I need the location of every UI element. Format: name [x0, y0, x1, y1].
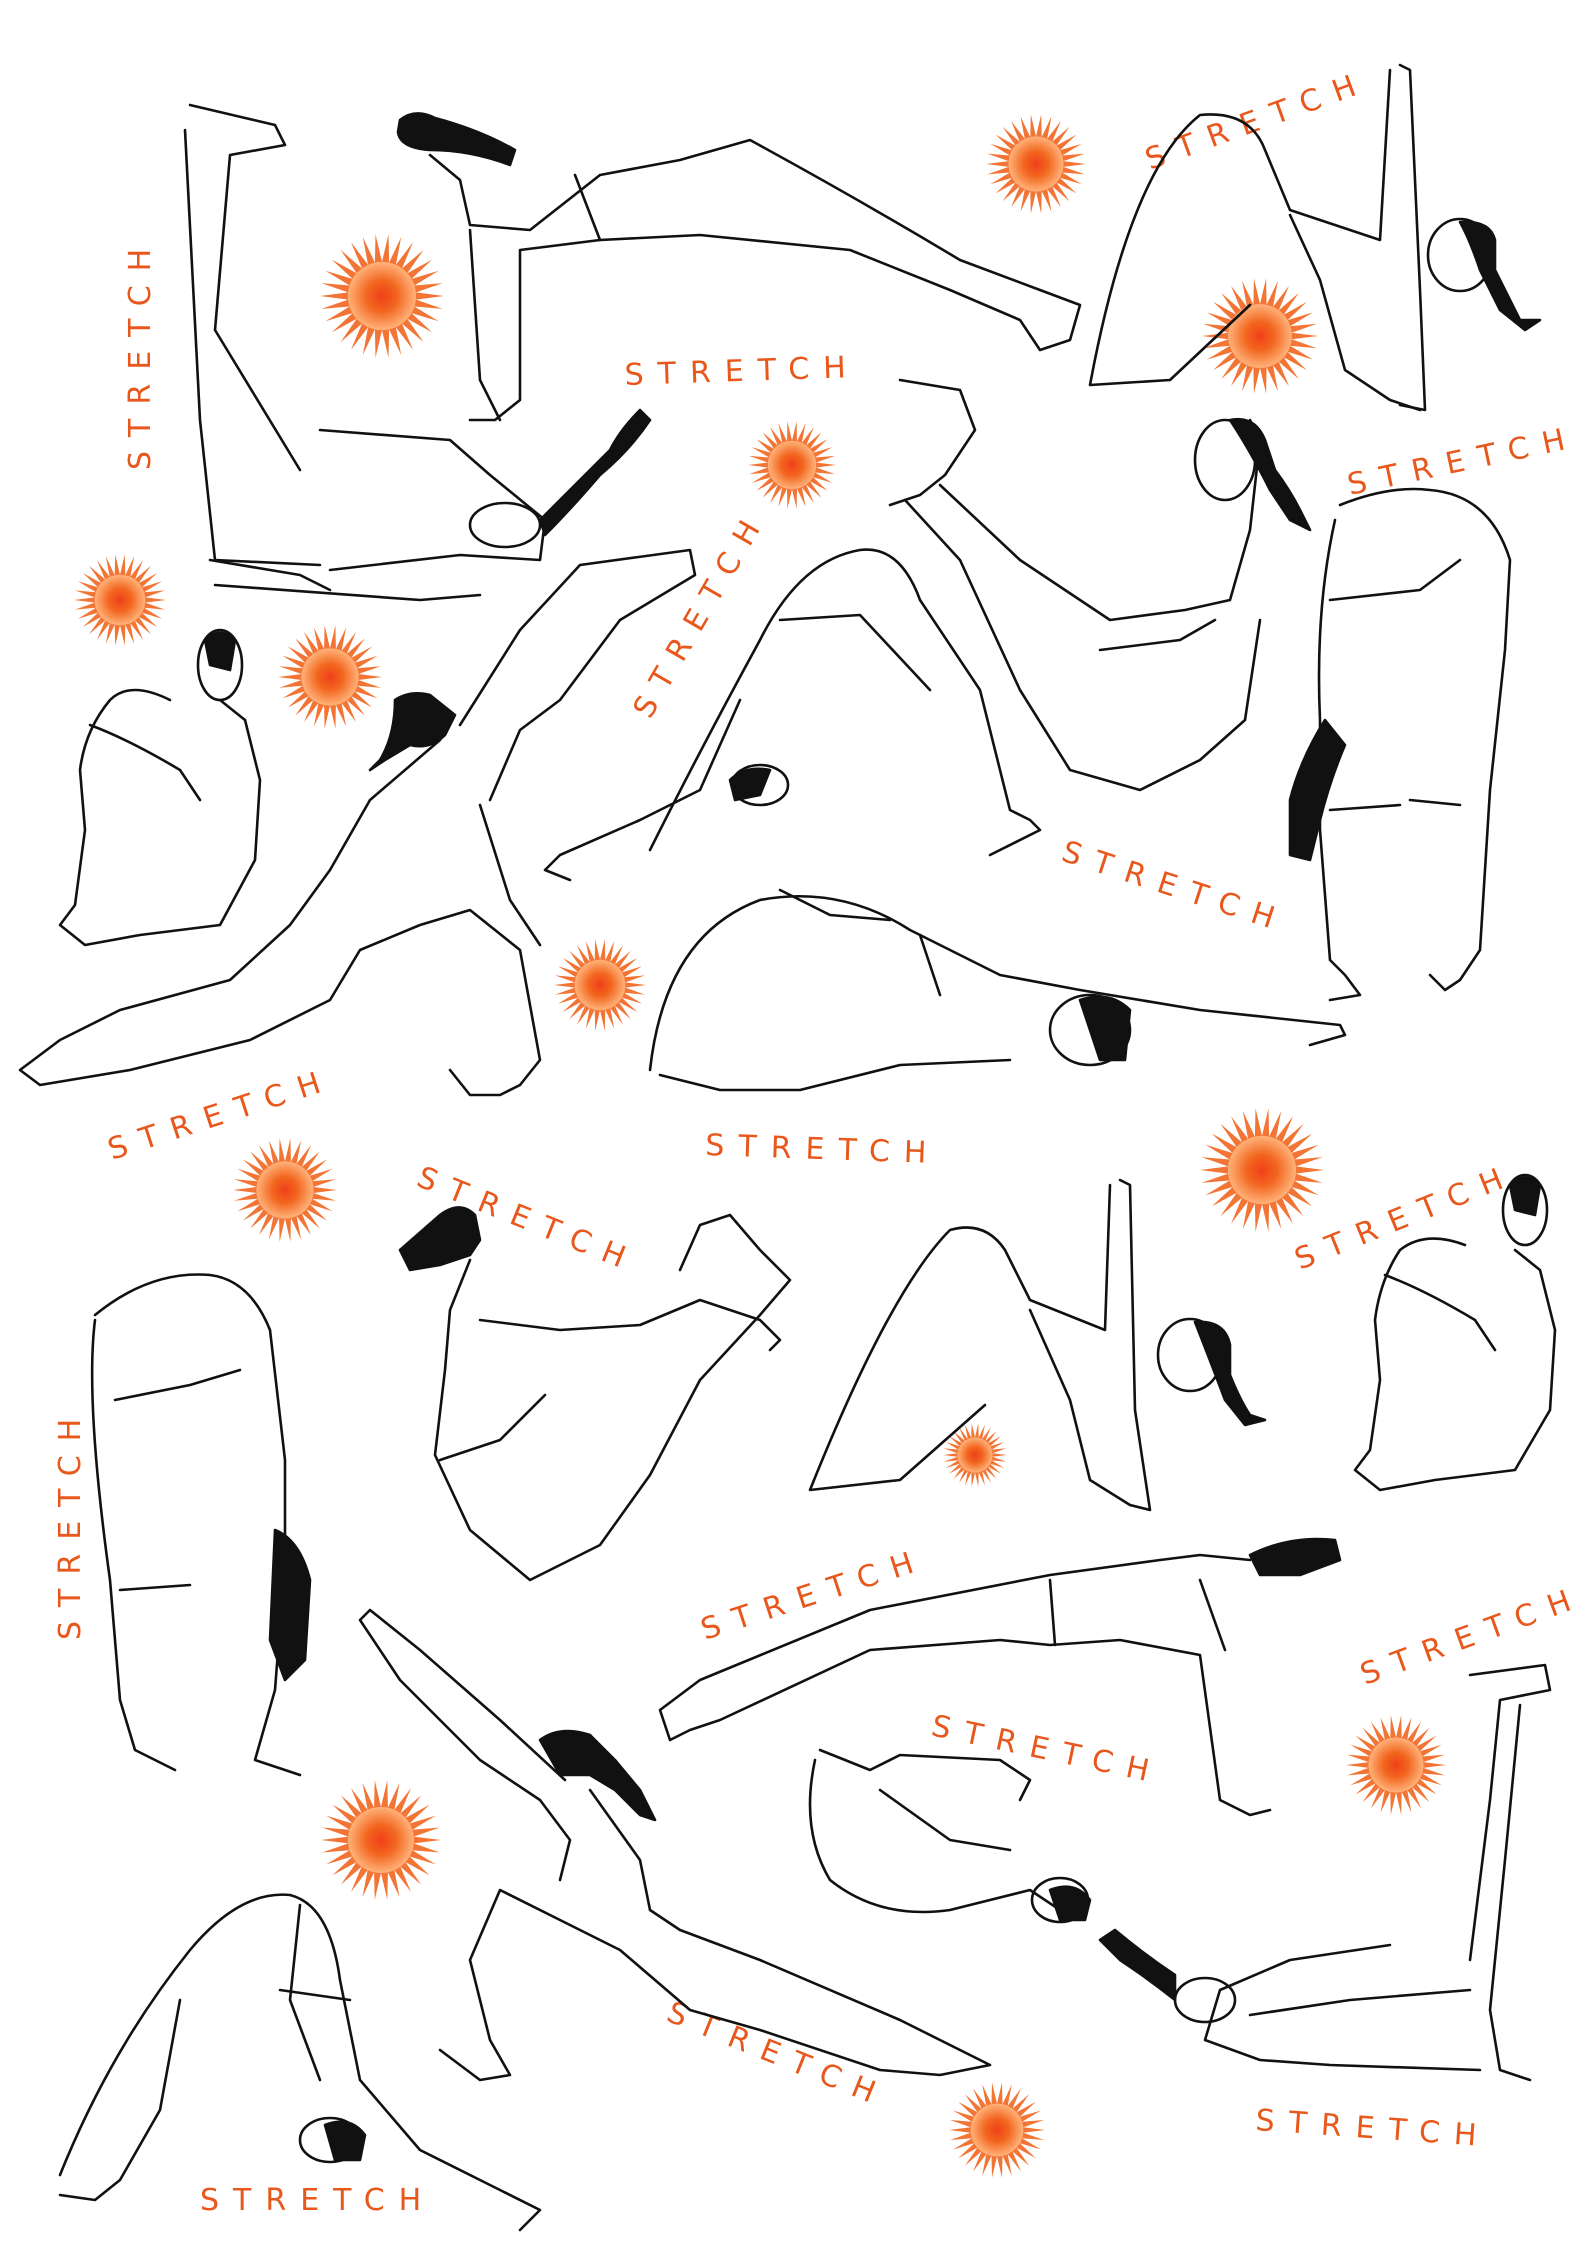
sun-burst-icon [74, 554, 166, 646]
figure-downdog-center [543, 548, 1042, 882]
figure-downdog-bottom-left [58, 1893, 542, 2232]
figure-seated-leg-lift [398, 1206, 792, 1582]
stretch-label: STRETCH [624, 350, 860, 393]
sun-burst-icon [1346, 1715, 1446, 1815]
figure-forward-fold-right [1288, 487, 1512, 1002]
figure-reclined-leg-hug [888, 378, 1312, 792]
figure-rolled-center [808, 1748, 1092, 1924]
sun-burst-icon [233, 1138, 337, 1242]
sun-burst-icon [949, 2082, 1045, 2178]
figure-forward-fold-left [90, 1273, 312, 1777]
stretch-label: STRETCH [104, 1062, 339, 1168]
figure-side-fold-center [648, 888, 1347, 1092]
stretch-label: STRETCH [53, 1405, 88, 1640]
stretch-label: STRETCH [1344, 420, 1581, 503]
sun-burst-icon [1202, 278, 1318, 394]
figure-seated-knees-left [58, 628, 262, 947]
figure-plank-bottom [658, 1537, 1342, 1817]
stretch-label: STRETCH [627, 503, 775, 724]
stretch-label: STRETCH [123, 235, 158, 470]
stretch-label: STRETCH [1141, 64, 1374, 177]
sun-burst-icon [748, 421, 836, 509]
figure-plank-top [396, 112, 1082, 422]
figure-lunge-arm-up-left [18, 548, 697, 1097]
stretch-label: STRETCH [1290, 1157, 1521, 1278]
figure-triangle-center [808, 1178, 1267, 1512]
figure-seated-knees-right [1353, 1173, 1557, 1492]
sun-burst-icon [1200, 1108, 1324, 1232]
sun-burst-icon [321, 1780, 441, 1900]
figure-triangle-top-right [1088, 63, 1542, 412]
figure-leg-raise-bottom-right [1098, 1663, 1552, 2082]
sun-burst-icon [320, 234, 444, 358]
sun-burst-icon [986, 114, 1086, 214]
sun-burst-icon [554, 939, 646, 1031]
figure-lunge-arm-up-bottom [358, 1608, 992, 2082]
figure-leg-raise-top-left [183, 103, 652, 602]
stretch-label: STRETCH [705, 1128, 941, 1171]
stretch-label: STRETCH [200, 2183, 435, 2218]
stretch-label: STRETCH [928, 1709, 1165, 1792]
sun-bursts [74, 114, 1446, 2178]
sun-burst-icon [278, 625, 382, 729]
stretch-label: STRETCH [1254, 2103, 1491, 2154]
sun-burst-icon [943, 1423, 1007, 1487]
stretch-label: STRETCH [1058, 834, 1293, 940]
